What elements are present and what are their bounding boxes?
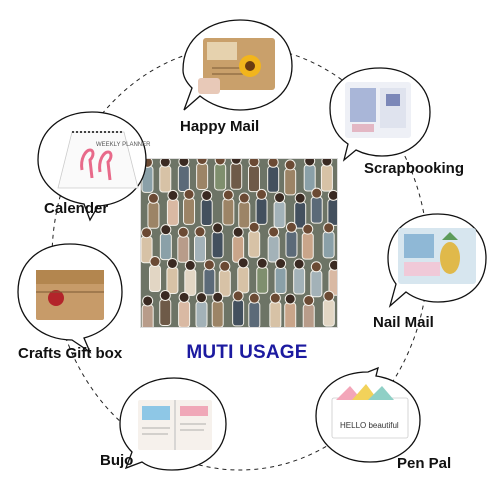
character-sticker [147, 192, 160, 229]
character-sticker [195, 292, 208, 327]
use-label-crafts-gift-box: Crafts Gift box [18, 345, 123, 362]
character-sticker [267, 159, 280, 193]
character-sticker [222, 189, 235, 226]
character-sticker [322, 222, 335, 259]
character-sticker [194, 226, 207, 263]
character-sticker [177, 159, 190, 192]
character-sticker [214, 159, 227, 191]
character-sticker [159, 289, 172, 326]
character-sticker [247, 159, 260, 193]
character-sticker [255, 188, 268, 225]
character-sticker [159, 224, 172, 261]
character-sticker [166, 189, 179, 226]
character-sticker [141, 159, 154, 193]
character-sticker [183, 188, 196, 225]
character-sticker [238, 192, 251, 229]
character-sticker [248, 221, 261, 258]
use-label-pen-pal: Pen Pal [397, 455, 452, 472]
character-sticker [267, 226, 280, 263]
character-sticker [284, 293, 297, 327]
character-sticker [178, 291, 191, 327]
character-sticker [310, 261, 323, 298]
character-sticker [302, 294, 315, 327]
use-label-calender: Calender [44, 200, 109, 217]
character-sticker [284, 159, 297, 196]
character-sticker [196, 159, 209, 190]
character-sticker [203, 259, 216, 296]
character-sticker [269, 292, 282, 327]
character-sticker [141, 227, 153, 264]
character-sticker [232, 290, 245, 327]
character-sticker [322, 290, 335, 327]
character-sticker [177, 226, 190, 263]
character-sticker [293, 258, 306, 295]
character-sticker [218, 260, 231, 297]
character-sticker [274, 258, 287, 295]
character-sticker [237, 257, 250, 294]
use-label-nail-mail: Nail Mail [373, 314, 434, 331]
character-sticker [200, 189, 213, 226]
use-label-scrapbooking: Scrapbooking [364, 160, 465, 177]
character-sticker [166, 257, 179, 294]
character-sticker [328, 259, 337, 296]
character-sticker [184, 259, 197, 296]
character-sticker [141, 295, 154, 327]
character-sticker [230, 159, 243, 190]
character-sticker [211, 291, 224, 327]
character-sticker [159, 159, 172, 193]
character-sticker [285, 221, 298, 258]
character-sticker [211, 222, 224, 259]
muti-usage-headline: MUTI USAGE [186, 342, 308, 363]
use-label-happy-mail: Happy Mail [180, 118, 260, 135]
sticker-collage [140, 158, 338, 328]
character-sticker [294, 192, 307, 229]
character-sticker [310, 187, 323, 224]
character-sticker [303, 159, 316, 192]
use-label-bujo: Bujo [100, 452, 134, 469]
character-sticker [232, 226, 245, 263]
character-sticker [320, 159, 333, 192]
character-sticker [256, 257, 269, 294]
character-sticker [148, 256, 161, 293]
character-sticker [273, 192, 286, 229]
character-sticker [327, 189, 337, 226]
character-sticker [301, 223, 314, 260]
character-sticker [248, 292, 261, 327]
